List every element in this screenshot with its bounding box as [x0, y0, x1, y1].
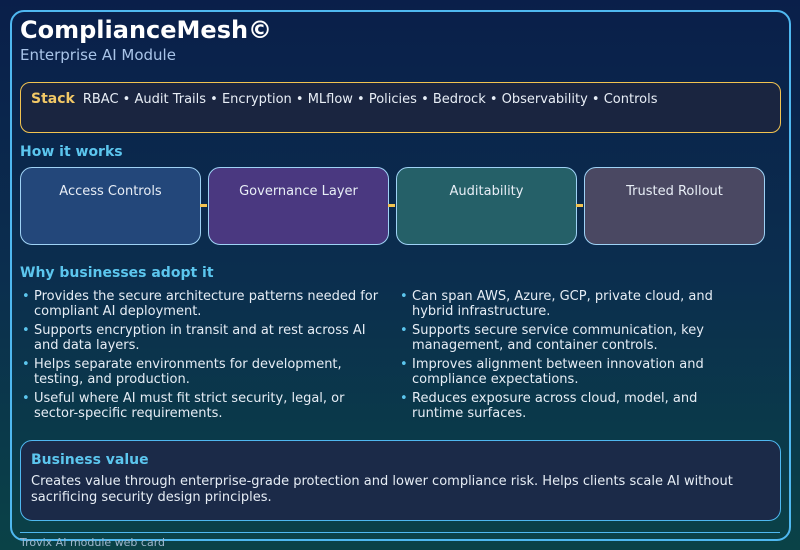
divider — [20, 532, 780, 533]
list-item: Improves alignment between innovation an… — [400, 357, 730, 387]
list-item: Helps separate environments for developm… — [22, 357, 382, 387]
list-item: Can span AWS, Azure, GCP, private cloud,… — [400, 289, 730, 319]
business-value-heading: Business value — [31, 452, 149, 468]
business-value-panel: Business value Creates value through ent… — [20, 440, 781, 521]
step-auditability: Auditability — [396, 167, 577, 245]
list-item: Supports secure service communication, k… — [400, 323, 730, 353]
benefits-left: Provides the secure architecture pattern… — [22, 289, 382, 425]
stack-items: RBAC • Audit Trails • Encryption • MLflo… — [82, 92, 658, 107]
stack-panel: Stack RBAC • Audit Trails • Encryption • … — [20, 82, 781, 133]
step-governance-layer: Governance Layer — [208, 167, 389, 245]
list-item: Provides the secure architecture pattern… — [22, 289, 382, 319]
business-value-text: Creates value through enterprise-grade p… — [31, 474, 733, 505]
connector-arrow-icon — [576, 204, 583, 207]
why-heading: Why businesses adopt it — [20, 265, 214, 281]
stack-label: Stack — [31, 91, 75, 107]
page-title: ComplianceMesh© — [20, 16, 273, 44]
step-access-controls: Access Controls — [20, 167, 201, 245]
benefits-right: Can span AWS, Azure, GCP, private cloud,… — [400, 289, 730, 425]
list-item: Reduces exposure across cloud, model, an… — [400, 391, 730, 421]
page-subtitle: Enterprise AI Module — [20, 46, 176, 64]
how-it-works-heading: How it works — [20, 144, 123, 160]
list-item: Supports encryption in transit and at re… — [22, 323, 382, 353]
step-trusted-rollout: Trusted Rollout — [584, 167, 765, 245]
module-card — [10, 10, 791, 541]
footer-caption: Trovix AI module web card — [20, 536, 166, 549]
list-item: Useful where AI must fit strict security… — [22, 391, 382, 421]
connector-arrow-icon — [388, 204, 395, 207]
connector-arrow-icon — [200, 204, 207, 207]
